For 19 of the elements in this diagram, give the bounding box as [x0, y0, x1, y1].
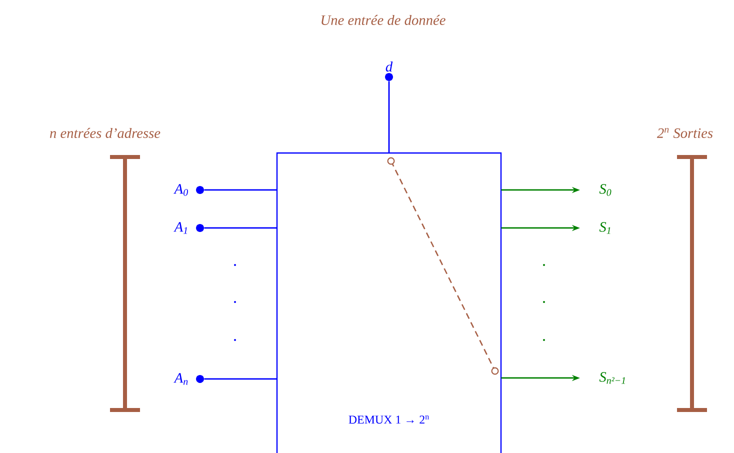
output-label: S$_{0}$	[599, 184, 612, 196]
node-label: A$_{n}$	[174, 373, 188, 385]
connector-line	[388, 81, 390, 153]
caption-label: n entrées d’adresse	[50, 128, 160, 138]
connector-line	[204, 227, 277, 229]
connector-line	[204, 189, 277, 191]
input-terminal: A$_{0}$	[174, 184, 204, 196]
output-label: S$_{1}$	[599, 222, 610, 234]
caption-label: 2$^{n}$ Sorties	[656, 128, 713, 138]
node-label: A$_{0}$	[174, 184, 188, 196]
output-label: S$_{n²−1}$	[599, 372, 625, 384]
input-terminal: d	[385, 62, 393, 81]
node-label: d	[386, 61, 393, 72]
caption-label: Une entrée de donnée	[322, 14, 446, 26]
demux-box: DEMUX 1 → 2$^{n}$	[276, 152, 502, 453]
input-terminal: A$_{n}$	[174, 373, 204, 385]
node-label: A$_{1}$	[174, 222, 188, 234]
connector-line	[204, 378, 277, 380]
input-terminal: A$_{1}$	[174, 222, 204, 234]
